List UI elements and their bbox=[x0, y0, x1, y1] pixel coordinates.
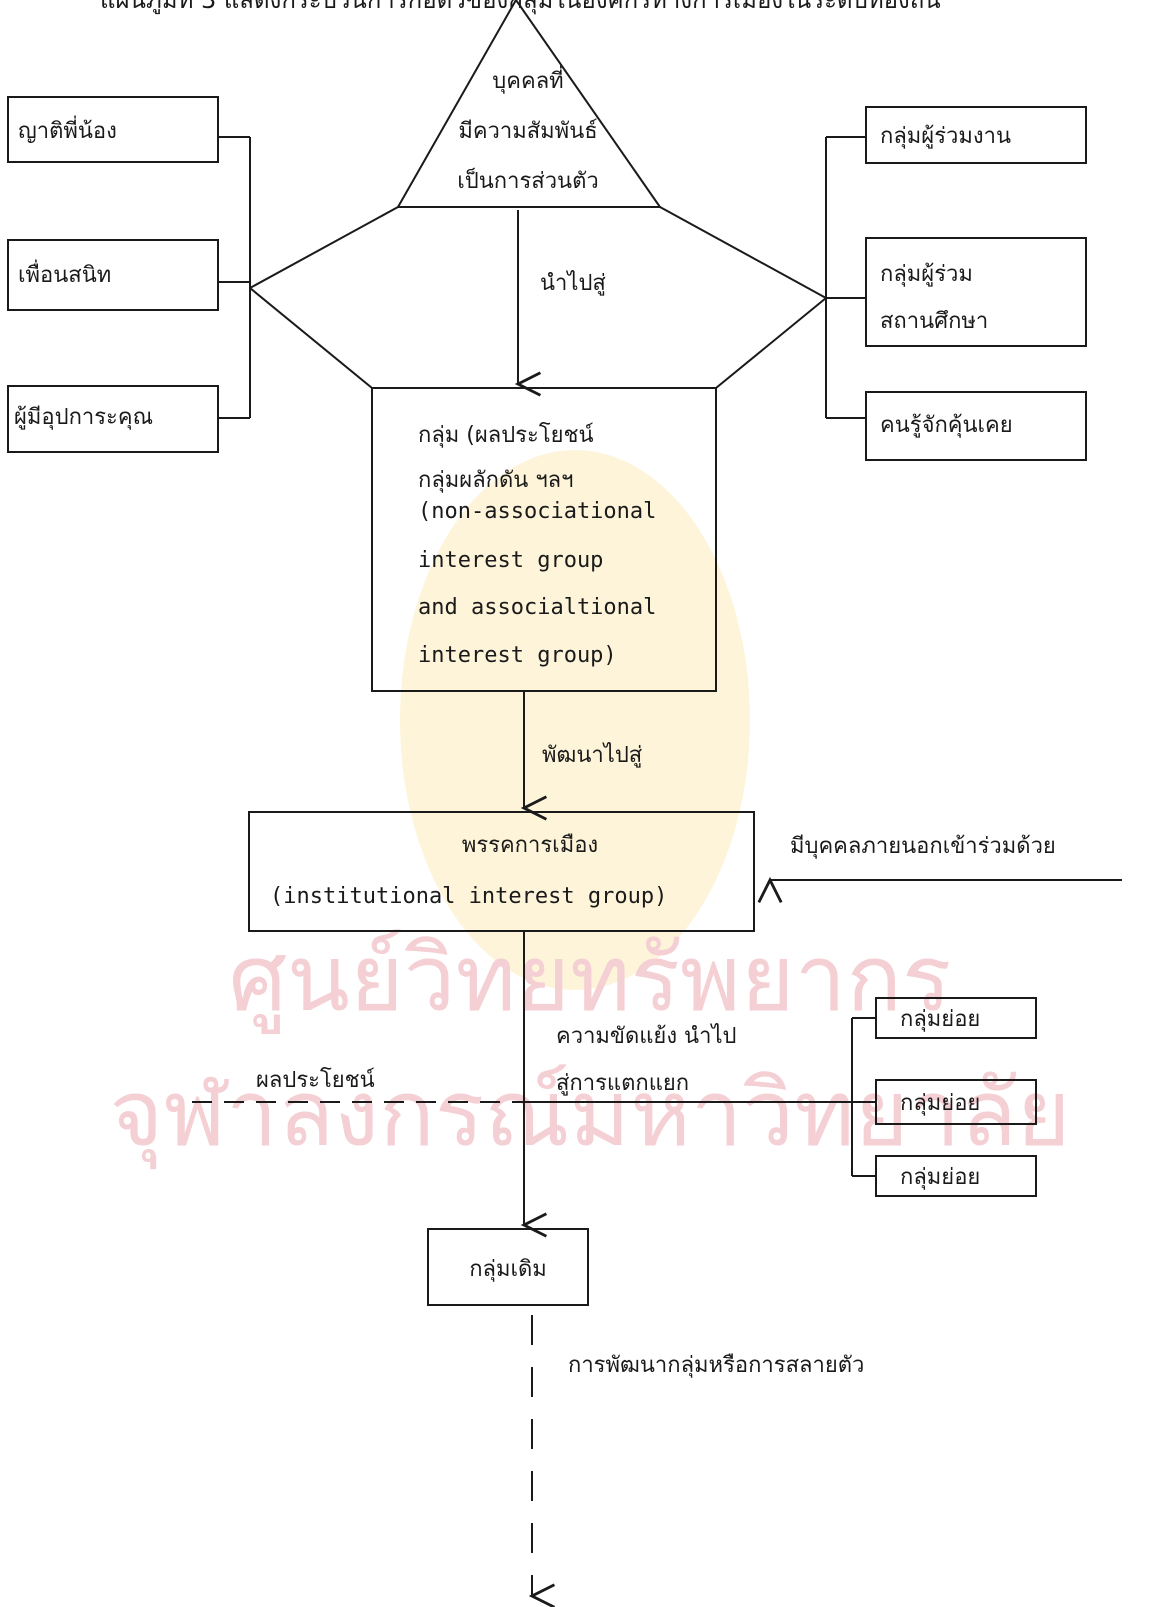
label-subgroup-1: กลุ่มย่อย bbox=[900, 1007, 980, 1032]
label-dissolution: การพัฒนากลุ่มหรือการสลายตัว bbox=[568, 1353, 864, 1378]
label-schoolmates-1: กลุ่มผู้ร่วม bbox=[880, 262, 973, 287]
box-interest-group bbox=[371, 387, 717, 692]
label-outsiders: มีบุคคลภายนอกเข้าร่วมด้วย bbox=[790, 834, 1056, 859]
group-line-5: and associaltional bbox=[418, 595, 656, 620]
label-coworkers: กลุ่มผู้ร่วมงาน bbox=[880, 124, 1011, 149]
party-line-2: (institutional interest group) bbox=[270, 884, 667, 909]
group-line-6: interest group) bbox=[418, 643, 617, 668]
triangle-personal-relation bbox=[396, 0, 662, 208]
box-original-group bbox=[427, 1228, 589, 1306]
box-patrons bbox=[7, 385, 219, 453]
label-subgroup-2: กลุ่มย่อย bbox=[900, 1091, 980, 1116]
label-develops-to: พัฒนาไปสู่ bbox=[542, 742, 643, 768]
hex-edge bbox=[249, 206, 399, 289]
hex-edge bbox=[249, 287, 373, 389]
box-coworkers bbox=[865, 106, 1087, 164]
watermark-emblem bbox=[400, 450, 750, 990]
box-subgroup bbox=[875, 1079, 1037, 1125]
box-political-party bbox=[248, 811, 755, 932]
watermark-line-1: ศูนย์วิทยทรัพยากร bbox=[229, 925, 952, 1034]
label-subgroup-3: กลุ่มย่อย bbox=[900, 1165, 980, 1190]
label-relatives: ญาติพี่น้อง bbox=[18, 115, 117, 144]
watermark: ศูนย์วิทยทรัพยากร จุฬาลงกรณ์มหาวิทยาลัย bbox=[109, 450, 1071, 1170]
box-relatives bbox=[7, 96, 219, 163]
group-line-3: (non-associational bbox=[418, 499, 656, 524]
triangle-line-1: บุคคลที่ bbox=[492, 65, 563, 94]
conflict-line-2: สู่การแตกแยก bbox=[556, 1071, 689, 1096]
conflict-line-1: ความขัดแย้ง นำไป bbox=[556, 1023, 736, 1049]
label-schoolmates-2: สถานศึกษา bbox=[880, 309, 988, 334]
group-line-2: กลุ่มผลักดัน ฯลฯ bbox=[418, 468, 574, 493]
watermark-line-2: จุฬาลงกรณ์มหาวิทยาลัย bbox=[109, 1060, 1070, 1170]
label-original-group: กลุ่มเดิม bbox=[469, 1257, 547, 1282]
hex-edge bbox=[715, 297, 827, 389]
label-leads-to: นำไปสู่ bbox=[540, 270, 606, 296]
triangle-line-3: เป็นการส่วนตัว bbox=[457, 166, 598, 194]
box-schoolmates bbox=[865, 237, 1087, 347]
label-acquaintances: คนรู้จักคุ้นเคย bbox=[880, 413, 1013, 438]
box-close-friends bbox=[7, 239, 219, 311]
box-acquaintances bbox=[865, 391, 1087, 461]
triangle-line-2: มีความสัมพันธ์ bbox=[458, 119, 597, 144]
hex-edge bbox=[659, 206, 827, 299]
group-line-1: กลุ่ม (ผลประโยชน์ bbox=[418, 422, 594, 448]
group-line-4: interest group bbox=[418, 548, 603, 573]
box-subgroup bbox=[875, 1155, 1037, 1197]
label-patrons: ผู้มีอุปการะคุณ bbox=[14, 405, 153, 430]
box-subgroup bbox=[875, 997, 1037, 1039]
label-close-friends: เพื่อนสนิท bbox=[18, 259, 111, 288]
label-interest: ผลประโยชน์ bbox=[256, 1067, 375, 1093]
party-line-1: พรรคการเมือง bbox=[462, 833, 598, 858]
